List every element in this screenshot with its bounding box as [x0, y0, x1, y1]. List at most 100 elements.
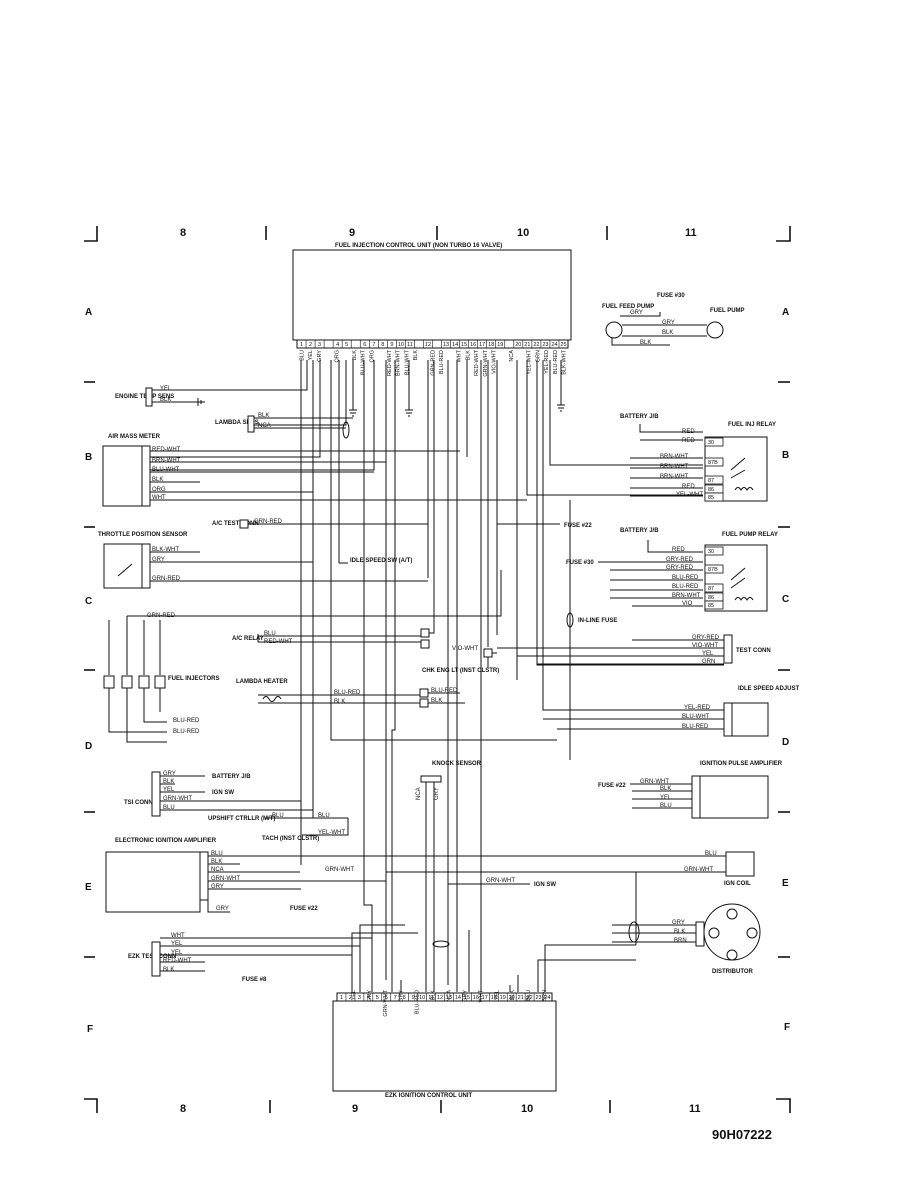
ign-coil: BLU GRN-WHT IGN COIL [635, 851, 755, 945]
svg-text:BLK: BLK [258, 413, 269, 419]
svg-text:IGN SW: IGN SW [534, 882, 556, 888]
fuel-ecu-wire-color: BLU [299, 350, 305, 361]
ezk-ecu-wire-color: YEL [351, 990, 357, 1000]
row-label-left: F [87, 1024, 93, 1035]
svg-text:GRN-RED: GRN-RED [152, 576, 181, 582]
fuel-ecu-wire-color: ORG [334, 350, 340, 363]
svg-text:YEL-RED: YEL-RED [684, 705, 711, 711]
chk-eng-light: VIO-WHT CHK ENG LT (INST CLSTR) [422, 646, 499, 674]
relay-pin: 30 [708, 549, 714, 555]
idle-speed-adjust: IDLE SPEED ADJUST YEL-RED BLU-WHT BLU-RE… [543, 686, 799, 737]
row-label-right: E [782, 878, 789, 889]
svg-text:BLK: BLK [163, 779, 174, 785]
svg-text:GRY: GRY [163, 771, 176, 777]
fuel-inj-relay: BATTERY J/B FUEL INJ RELAY RED RED 3087B… [620, 414, 776, 502]
row-label-right: F [784, 1022, 790, 1033]
svg-text:RED: RED [682, 429, 695, 435]
knock-sensor: KNOCK SENSOR NCA GRY [416, 761, 482, 948]
svg-text:FUSE #22: FUSE #22 [290, 906, 318, 912]
svg-text:A/C RELAY: A/C RELAY [232, 636, 264, 642]
fuel-ecu-pin-number: 11 [407, 342, 413, 348]
ezk-ecu-pin-number: 20 [509, 995, 515, 1001]
svg-text:GRN-RED: GRN-RED [147, 613, 176, 619]
fuel-ecu-wire-color: YEL-RED [544, 350, 550, 374]
ezk-ecu-pin-number: 18 [491, 995, 497, 1001]
svg-text:VIO: VIO [682, 601, 693, 607]
ezk-ecu-pin-number: 3 [358, 995, 361, 1001]
ezk-test-conn: EZK TEST CONN WHT YEL YEL RED-WHT BLK FU… [128, 933, 372, 983]
ezk-ecu-wire-color: YEL [494, 990, 500, 1000]
ezk-ecu-pin-number: 16 [473, 995, 479, 1001]
svg-text:FUSE #8: FUSE #8 [242, 977, 267, 983]
svg-text:YEL: YEL [171, 950, 183, 956]
svg-text:KNOCK SENSOR: KNOCK SENSOR [432, 761, 482, 767]
fuel-ecu-pin-number: 8 [381, 342, 384, 348]
svg-text:FUSE #22: FUSE #22 [598, 783, 626, 789]
svg-text:RED: RED [682, 484, 695, 490]
svg-text:IGN COIL: IGN COIL [724, 881, 751, 887]
svg-text:ENGINE TEMP SENS: ENGINE TEMP SENS [115, 394, 174, 400]
ezk-ecu-wire-color: BLU-RED [415, 990, 421, 1014]
fuel-ecu-wire-color: GRN [535, 350, 541, 362]
ezk-ecu-wire-color: BLU [526, 990, 532, 1001]
svg-text:GRY-RED: GRY-RED [692, 635, 720, 641]
svg-text:RED-WHT: RED-WHT [152, 447, 181, 453]
distributor: GRY BLK BRN DISTRIBUTOR [612, 903, 761, 975]
svg-text:IDLE SPEED SW (A/T): IDLE SPEED SW (A/T) [350, 558, 412, 564]
svg-text:GRY: GRY [662, 320, 675, 326]
fuel-ecu-wire-color: NCA [509, 350, 515, 362]
grid-labels: 8 9 10 11 8 9 10 11 A B C D E F A B C D … [85, 227, 790, 1115]
frame-marks [84, 226, 791, 1113]
svg-text:FUSE #30: FUSE #30 [657, 293, 685, 299]
svg-text:BLK: BLK [431, 698, 442, 704]
svg-text:BATTERY J/B: BATTERY J/B [620, 414, 659, 420]
svg-text:GRY: GRY [630, 310, 643, 316]
col-label-top: 9 [349, 227, 355, 239]
svg-text:BLU-RED: BLU-RED [173, 729, 200, 735]
svg-text:ELECTRONIC IGNITION AMPLIFIER: ELECTRONIC IGNITION AMPLIFIER [115, 838, 217, 844]
svg-text:BLU: BLU [660, 803, 672, 809]
svg-text:BLU: BLU [705, 851, 717, 857]
ezk-ecu-pin-number: 6 [385, 995, 388, 1001]
inline-fuse: IN-LINE FUSE [566, 500, 617, 760]
svg-text:BRN-WHT: BRN-WHT [660, 474, 689, 480]
ezk-ecu-pin-number: 17 [482, 995, 488, 1001]
svg-text:BRN-WHT: BRN-WHT [152, 458, 181, 464]
ezk-ecu-wire-color: BLK [510, 990, 516, 1001]
svg-text:GRY-RED: GRY-RED [666, 565, 694, 571]
svg-text:BLK: BLK [211, 859, 222, 865]
ezk-ecu-pin-number: 9 [412, 995, 415, 1001]
svg-text:RED-WHT: RED-WHT [264, 639, 293, 645]
lambda-heater: LAMBDA HEATER BLU-RED BLK BLU-RED BLK [236, 679, 465, 708]
idle-speed-switch: IDLE SPEED SW (A/T) [339, 558, 412, 564]
svg-text:BLK: BLK [640, 340, 651, 346]
col-label-top: 8 [180, 227, 186, 239]
svg-text:UPSHIFT CTRLLR (M/T): UPSHIFT CTRLLR (M/T) [208, 816, 275, 822]
fuel-ecu-pin-number: 20 [515, 342, 521, 348]
relay-pin: 85 [708, 495, 714, 501]
fuel-ecu-wire-color: BLU-WHT [404, 349, 410, 375]
svg-text:BLU-RED: BLU-RED [682, 724, 709, 730]
fuel-pump-relay: BATTERY J/B FUEL PUMP RELAY FUSE #30 308… [566, 528, 778, 612]
fuel-ecu-pin-number: 6 [363, 342, 366, 348]
svg-text:NCA: NCA [416, 787, 422, 800]
svg-text:RED-WHT: RED-WHT [163, 958, 192, 964]
svg-text:RED: RED [682, 438, 695, 444]
ezk-ecu-pin-number: 4 [367, 995, 370, 1001]
svg-text:BATTERY J/B: BATTERY J/B [620, 528, 659, 534]
fuel-ecu-pin-number: 15 [461, 342, 467, 348]
svg-text:GRN-WHT: GRN-WHT [211, 876, 240, 882]
svg-text:FUEL INJ RELAY: FUEL INJ RELAY [728, 422, 776, 428]
svg-text:FUEL FEED PUMP: FUEL FEED PUMP [602, 304, 654, 310]
ac-relay: A/C RELAY BLU RED-WHT [232, 628, 430, 649]
svg-text:GRY: GRY [672, 920, 685, 926]
fuel-ecu-pin-number: 9 [390, 342, 393, 348]
tach: TACH (INST CLSTR) YEL-WHT [262, 818, 349, 842]
fuel-ecu-pin-number: 1 [300, 342, 303, 348]
svg-text:IGN SW: IGN SW [212, 790, 234, 796]
col-label-bottom: 11 [689, 1103, 701, 1115]
relay-pin: 86 [708, 487, 714, 493]
